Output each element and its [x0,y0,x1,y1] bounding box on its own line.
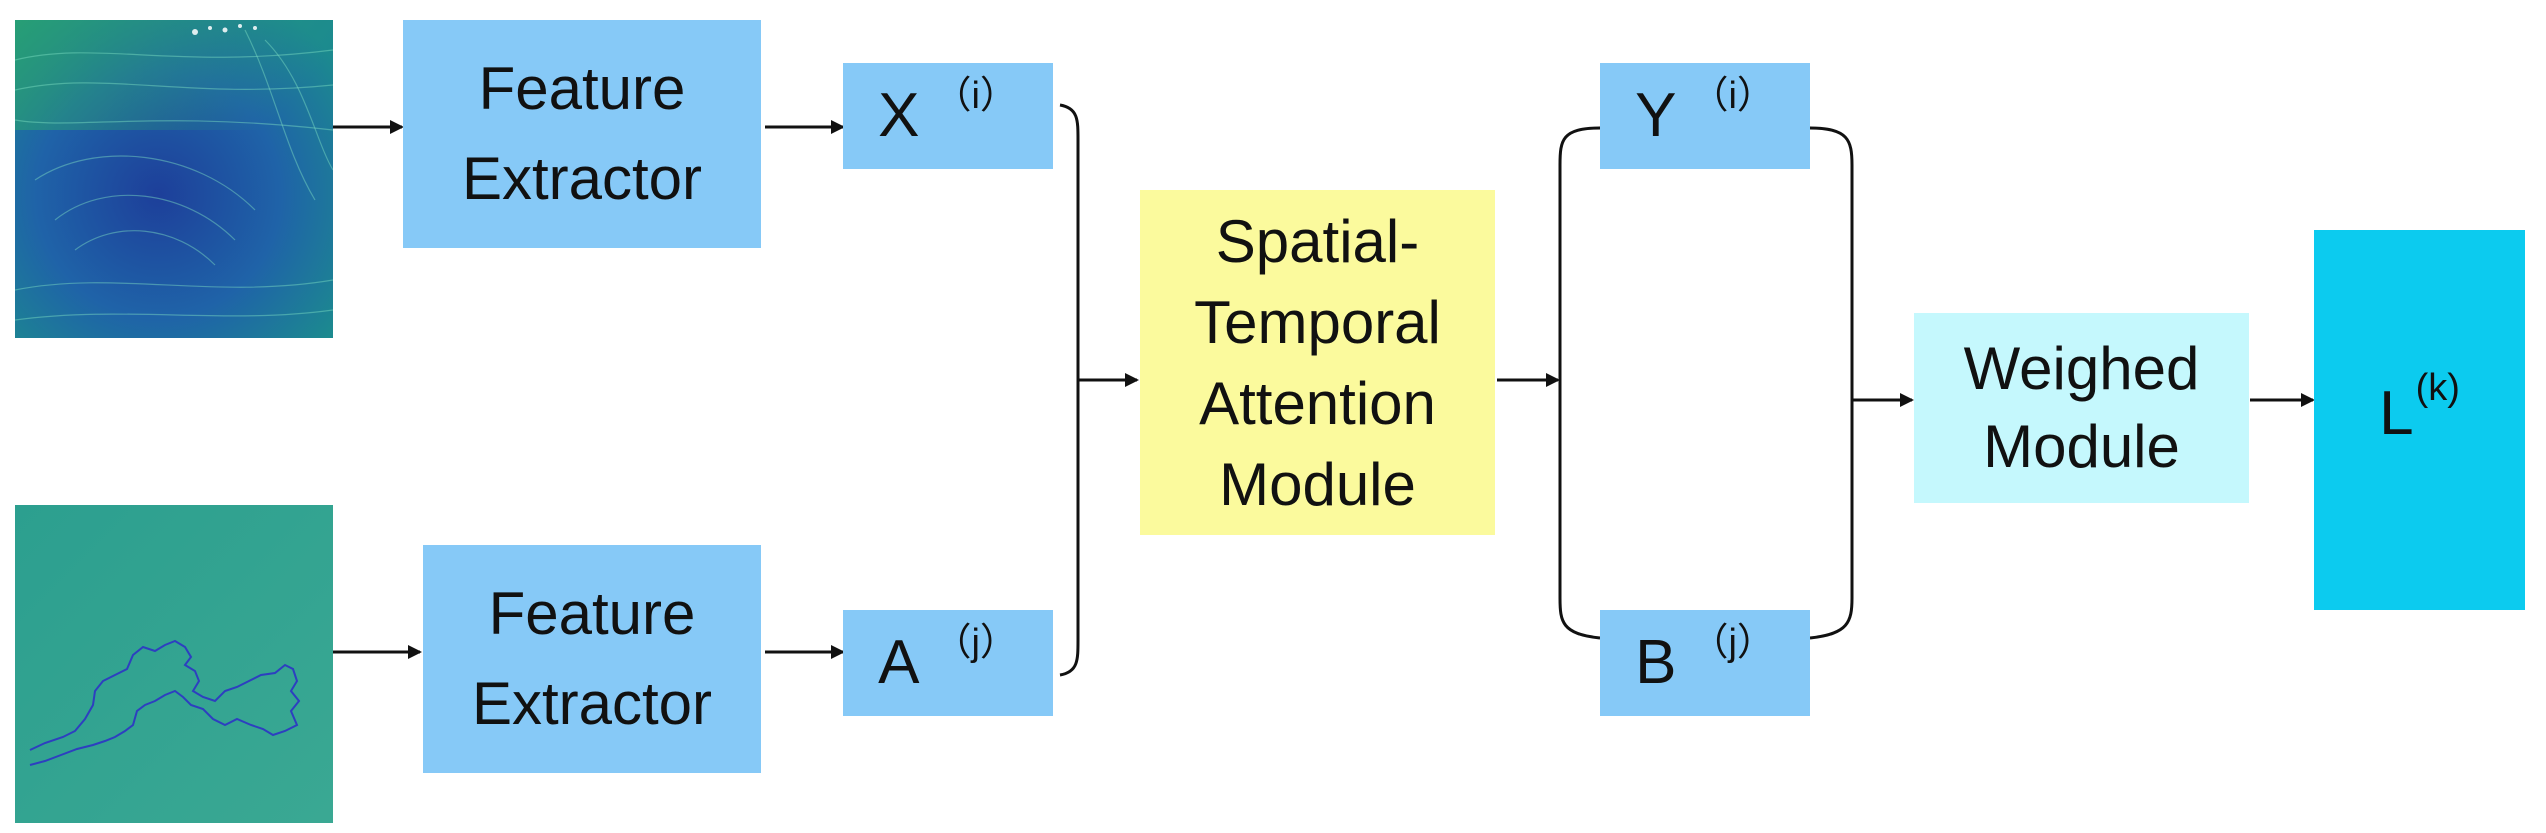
a-feature-main: A [878,628,920,697]
wind-field-icon [15,20,333,338]
feature-extractor-top-box: Feature Extractor [403,20,761,248]
bracket-split-left [1558,126,1601,640]
wind-field-image [15,20,333,338]
a-feature-box: A （j） [843,610,1053,716]
a-feature-sup: （j） [933,622,1018,664]
attention-module-box: Spatial- Temporal Attention Module [1140,190,1495,535]
bracket-join-right [1809,126,1854,640]
x-feature-main: X [878,81,920,150]
y-feature-main: Y [1635,81,1677,150]
attention-module-line1: Spatial- [1215,207,1420,275]
weighed-module-line1: Weighed [1963,335,2200,402]
output-box: L (k) [2314,230,2525,610]
feature-extractor-bottom-line2: Extractor [471,670,713,737]
attention-module-line2: Temporal [1194,288,1441,356]
feature-extractor-top-line2: Extractor [461,145,703,212]
feature-extractor-bottom-box: Feature Extractor [423,545,761,773]
output-main: L [2379,379,2414,448]
weighed-module-box: Weighed Module [1914,313,2249,503]
weighed-module-line2: Module [1983,413,2180,480]
feature-extractor-top-line1: Feature [478,55,686,122]
b-feature-sup: （j） [1690,622,1775,664]
output-sup: (k) [2415,367,2460,409]
b-feature-box: B （j） [1600,610,1810,716]
y-feature-box: Y （i） [1600,63,1810,169]
feature-extractor-bottom-line1: Feature [488,580,696,647]
ocean-coastline-icon [15,505,333,823]
ocean-coastline-image [15,505,333,823]
b-feature-main: B [1635,628,1677,697]
attention-module-line3: Attention [1199,369,1436,437]
y-feature-sup: （i） [1690,75,1775,117]
attention-module-line4: Module [1219,450,1416,518]
bracket-join-left [1059,103,1080,677]
x-feature-box: X （i） [843,63,1053,169]
x-feature-sup: （i） [933,75,1018,117]
